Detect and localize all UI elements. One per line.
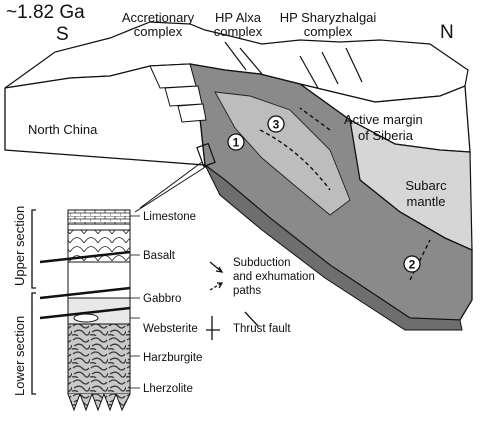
- north-china-label: North China: [28, 122, 98, 137]
- hp-sharyzhalgai-label-1: HP Sharyzhalgai: [280, 10, 377, 25]
- subarc-label-2: mantle: [406, 194, 445, 209]
- column-faults: [39, 250, 131, 320]
- south-label: S: [56, 24, 69, 45]
- active-margin-label-1: Active margin: [344, 112, 423, 127]
- upper-section-label: Upper section: [12, 206, 27, 286]
- rock-lherzolite: Lherzolite: [143, 383, 193, 395]
- lower-section-label: Lower section: [12, 316, 27, 396]
- accretionary-label-1: Accretionary: [122, 10, 195, 25]
- accretionary-slices: [149, 63, 207, 123]
- marker-3: 3: [267, 115, 285, 133]
- hp-sharyzhalgai-label-2: complex: [304, 24, 353, 39]
- exhumation-channel: [214, 91, 351, 216]
- legend-thrust-fault: Thrust fault: [233, 323, 291, 335]
- legend-symbols: [206, 261, 259, 340]
- rock-leaders: [130, 215, 140, 389]
- age-label: ~1.82 Ga: [6, 2, 85, 23]
- active-margin-label-2: of Siberia: [358, 128, 414, 143]
- svg-text:1: 1: [233, 136, 240, 150]
- legend-subduction-3: paths: [233, 285, 261, 297]
- legend-subduction-2: and exhumation: [233, 271, 315, 283]
- rock-websterite: Websterite: [143, 323, 198, 335]
- hp-alxa-label-2: complex: [214, 24, 263, 39]
- north-label: N: [440, 22, 454, 43]
- leader-lines: [134, 161, 211, 213]
- slab-base: [204, 164, 463, 331]
- svg-text:2: 2: [409, 258, 416, 272]
- rock-harzburgite: Harzburgite: [143, 352, 202, 364]
- rock-limestone: Limestone: [143, 211, 196, 223]
- thrust-fault-lines: [224, 41, 363, 89]
- ophiolite-column: [67, 209, 131, 412]
- rock-gabbro: Gabbro: [143, 293, 181, 305]
- subarc-label-1: Subarc: [405, 178, 447, 193]
- subduction-arrows: [259, 107, 431, 281]
- accretionary-label-2: complex: [134, 24, 183, 39]
- marker-1: 1: [227, 133, 245, 151]
- hp-alxa-label-1: HP Alxa: [215, 10, 262, 25]
- legend-subduction-1: Subduction: [233, 257, 291, 269]
- section-brackets: [31, 209, 36, 395]
- rock-basalt: Basalt: [143, 250, 176, 262]
- marker-2: 2: [403, 255, 421, 273]
- svg-text:3: 3: [273, 118, 280, 132]
